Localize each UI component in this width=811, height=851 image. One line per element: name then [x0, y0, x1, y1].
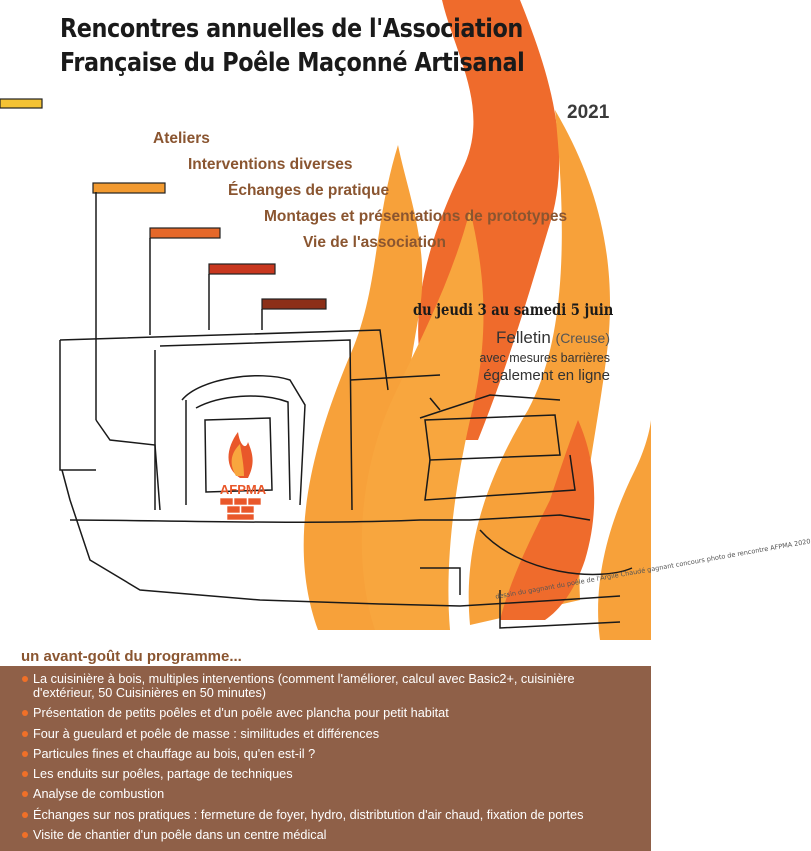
program-item-text: Analyse de combustion	[33, 787, 165, 802]
flames	[303, 0, 651, 640]
title-line-2: Française du Poêle Maçonné Artisanal	[60, 48, 525, 78]
bullet-icon	[22, 832, 28, 839]
bullet-icon	[22, 710, 28, 717]
event-online: également en ligne	[483, 367, 610, 384]
topic-echanges: Échanges de pratique	[228, 182, 390, 199]
program-item: Visite de chantier d'un poêle dans un ce…	[22, 828, 637, 842]
year-label: 2021	[567, 102, 610, 123]
topic-ateliers: Ateliers	[153, 130, 210, 147]
title-line-1: Rencontres annuelles de l'Association	[60, 14, 523, 44]
stove-lines	[59, 192, 633, 629]
program-item-text: Les enduits sur poêles, partage de techn…	[33, 767, 293, 782]
topic-vie-association: Vie de l'association	[303, 234, 446, 251]
program-list: La cuisinière à bois, multiples interven…	[0, 666, 651, 842]
event-location: Felletin (Creuse)	[496, 328, 610, 348]
program-item: Particules fines et chauffage au bois, q…	[22, 747, 637, 761]
event-city: Felletin	[495, 328, 551, 347]
flame-middle-orange	[361, 210, 484, 630]
event-barriers: avec mesures barrières	[479, 351, 610, 365]
topic-interventions: Interventions diverses	[188, 156, 353, 173]
program-item: Les enduits sur poêles, partage de techn…	[22, 767, 637, 781]
program-item-text: Visite de chantier d'un poêle dans un ce…	[33, 828, 327, 843]
program-item: Présentation de petits poêles et d'un po…	[22, 706, 637, 720]
flame-far-right	[598, 420, 651, 640]
program-item: La cuisinière à bois, multiples interven…	[22, 672, 637, 700]
bullet-icon	[22, 771, 28, 778]
program-panel: La cuisinière à bois, multiples interven…	[0, 666, 651, 851]
program-item-text: Échanges sur nos pratiques : fermeture d…	[33, 807, 584, 822]
program-item: Four à gueulard et poêle de masse : simi…	[22, 727, 637, 741]
event-region: (Creuse)	[555, 330, 610, 346]
steps	[0, 98, 327, 310]
bullet-icon	[22, 730, 28, 737]
flame-left-orange	[303, 145, 423, 630]
logo-text: AFPMA	[220, 482, 267, 497]
topic-montages: Montages et présentations de prototypes	[264, 208, 568, 225]
program-teaser: un avant-goût du programme...	[21, 648, 242, 665]
bullet-icon	[22, 676, 28, 682]
program-item: Analyse de combustion	[22, 787, 637, 801]
program-item: Échanges sur nos pratiques : fermeture d…	[22, 808, 637, 822]
program-item-text: Four à gueulard et poêle de masse : simi…	[33, 726, 380, 741]
bullet-icon	[22, 791, 28, 798]
bullet-icon	[22, 750, 28, 757]
program-item-text: Particules fines et chauffage au bois, q…	[33, 746, 316, 761]
program-item-text: La cuisinière à bois, multiples interven…	[33, 672, 575, 700]
afpma-logo	[219, 432, 262, 521]
page-title: Rencontres annuelles de l'Association Fr…	[60, 12, 542, 80]
event-dates: du jeudi 3 au samedi 5 juin	[412, 300, 613, 319]
stove-flames-illustration: AFPMA	[0, 0, 651, 640]
bullet-icon	[22, 811, 28, 818]
program-item-text: Présentation de petits poêles et d'un po…	[33, 706, 449, 721]
flame-bottom-red	[500, 420, 595, 620]
